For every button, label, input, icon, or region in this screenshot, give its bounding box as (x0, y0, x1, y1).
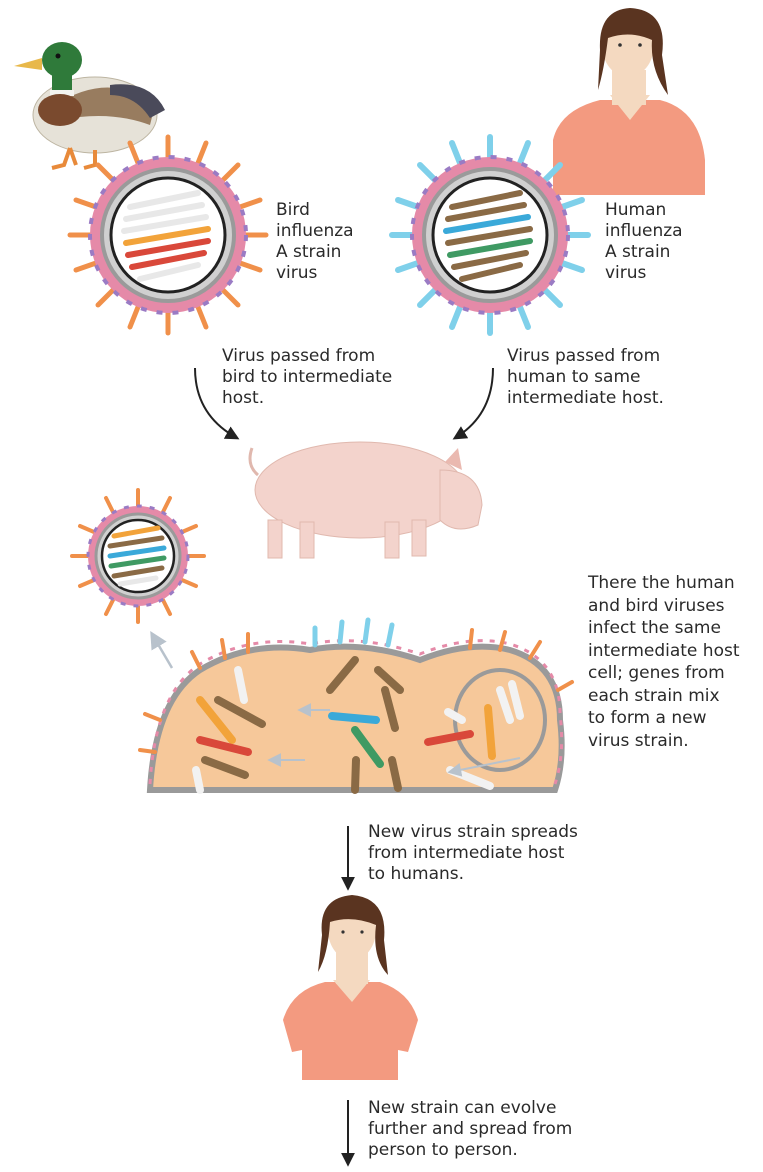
human-to-host-caption: Virus passed from human to same intermed… (507, 346, 664, 409)
budding-arrow (152, 634, 172, 668)
spread-to-humans-caption: New virus strain spreads from intermedia… (368, 822, 578, 885)
duck-icon (14, 42, 165, 168)
human-virus-icon (392, 137, 588, 333)
bird-virus-label: Bird influenza A strain virus (276, 200, 354, 284)
pig-icon (250, 442, 482, 558)
human-to-host-arrow (455, 368, 493, 438)
person-to-person-caption: New strain can evolve further and spread… (368, 1098, 572, 1161)
new-virus-icon (72, 490, 204, 622)
human-icon-bottom (283, 895, 418, 1080)
mixing-caption: There the human and bird viruses infect … (588, 572, 740, 752)
human-virus-label: Human influenza A strain virus (605, 200, 683, 284)
bird-virus-icon (70, 137, 266, 333)
human-icon (553, 8, 705, 195)
host-cell-icon (140, 620, 572, 790)
bird-to-host-caption: Virus passed from bird to intermediate h… (222, 346, 392, 409)
